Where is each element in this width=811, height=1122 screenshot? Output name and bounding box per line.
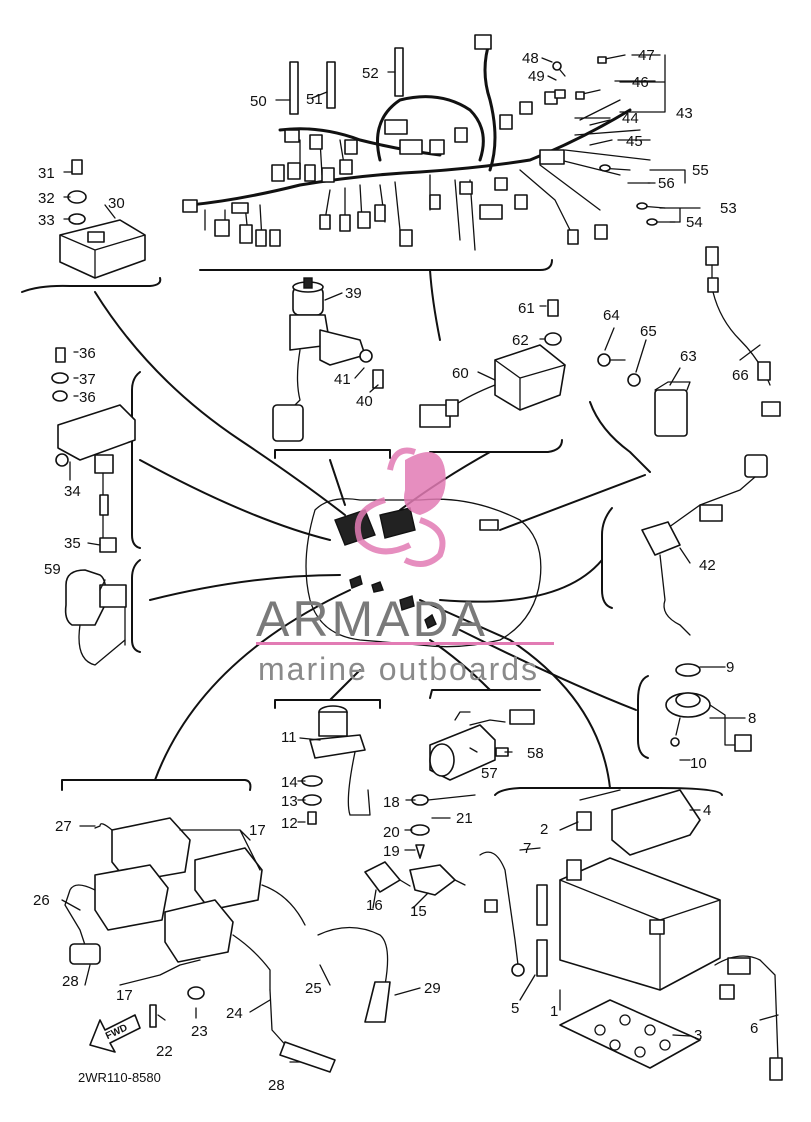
watermark-title: ARMADA bbox=[256, 591, 488, 647]
callout-43: 43 bbox=[676, 105, 693, 122]
callout-leaders bbox=[61, 54, 779, 1063]
callout-64: 64 bbox=[603, 307, 620, 324]
signal-module bbox=[419, 299, 566, 428]
callout-31: 31 bbox=[38, 165, 55, 182]
callout-10: 10 bbox=[690, 755, 707, 772]
callout-4: 4 bbox=[703, 802, 711, 819]
callout-63: 63 bbox=[680, 348, 697, 365]
callout-44: 44 bbox=[622, 110, 639, 127]
callout-65: 65 bbox=[640, 323, 657, 340]
callout-42: 42 bbox=[699, 557, 716, 574]
callout-58: 58 bbox=[527, 745, 544, 762]
callout-11: 11 bbox=[281, 729, 297, 746]
callout-55: 55 bbox=[692, 162, 709, 179]
callout-57: 57 bbox=[481, 765, 498, 782]
battery bbox=[479, 789, 783, 1081]
callout-28-bottom: 28 bbox=[268, 1077, 285, 1094]
callout-13: 13 bbox=[281, 793, 298, 810]
callout-37: 37 bbox=[79, 371, 96, 388]
callout-numbers: 1 2 3 4 5 6 7 8 9 10 11 12 13 14 15 16 1… bbox=[33, 47, 758, 1094]
relay-assembly bbox=[51, 347, 136, 553]
callout-48: 48 bbox=[522, 50, 539, 67]
callout-59: 59 bbox=[44, 561, 61, 578]
forward-direction-badge: FWD bbox=[89, 1014, 141, 1053]
callout-66: 66 bbox=[732, 367, 749, 384]
callout-56: 56 bbox=[658, 175, 675, 192]
callout-60: 60 bbox=[452, 365, 469, 382]
callout-49: 49 bbox=[528, 68, 545, 85]
callout-25: 25 bbox=[305, 980, 322, 997]
callout-17-upper: 17 bbox=[249, 822, 266, 839]
callout-2: 2 bbox=[540, 821, 548, 838]
lead-wire bbox=[705, 246, 781, 417]
callout-34: 34 bbox=[64, 483, 81, 500]
callout-54: 54 bbox=[686, 214, 703, 231]
watermark-subtitle: marine outboards bbox=[258, 651, 539, 687]
main-switch bbox=[272, 277, 384, 442]
callout-32: 32 bbox=[38, 190, 55, 207]
callout-12: 12 bbox=[281, 815, 298, 832]
callout-27: 27 bbox=[55, 818, 72, 835]
callout-29: 29 bbox=[424, 980, 441, 997]
callout-17-lower: 17 bbox=[116, 987, 133, 1004]
ignition-coils bbox=[64, 817, 391, 1073]
callout-19: 19 bbox=[383, 843, 400, 860]
callout-33: 33 bbox=[38, 212, 55, 229]
callout-45: 45 bbox=[626, 133, 643, 150]
callout-20: 20 bbox=[383, 824, 400, 841]
callout-51: 51 bbox=[306, 91, 323, 108]
harness-connectors bbox=[182, 34, 608, 247]
pickup-sensor bbox=[301, 705, 371, 825]
callout-21: 21 bbox=[456, 810, 473, 827]
horn bbox=[665, 663, 752, 752]
armada-logo-icon bbox=[354, 447, 446, 567]
callout-22: 22 bbox=[156, 1043, 173, 1060]
armada-watermark: ARMADA marine outboards bbox=[256, 447, 554, 687]
wiring-harness bbox=[182, 34, 676, 251]
callout-23: 23 bbox=[191, 1023, 208, 1040]
cdi-unit bbox=[59, 159, 146, 279]
callout-9: 9 bbox=[726, 659, 734, 676]
callout-30: 30 bbox=[108, 195, 125, 212]
group-brackets bbox=[21, 259, 723, 796]
callout-16: 16 bbox=[366, 897, 383, 914]
callout-3: 3 bbox=[694, 1027, 702, 1044]
callout-46: 46 bbox=[632, 74, 649, 91]
callout-1: 1 bbox=[550, 1003, 558, 1020]
callout-40: 40 bbox=[356, 393, 373, 410]
harness-terminals bbox=[552, 54, 676, 226]
callout-5: 5 bbox=[511, 1000, 519, 1017]
neutral-switch bbox=[641, 454, 768, 636]
callout-6: 6 bbox=[750, 1020, 758, 1037]
callout-61: 61 bbox=[518, 300, 535, 317]
callout-62: 62 bbox=[512, 332, 529, 349]
callout-39: 39 bbox=[345, 285, 362, 302]
starter-relay bbox=[64, 569, 127, 666]
callout-35: 35 bbox=[64, 535, 81, 552]
callout-18: 18 bbox=[383, 794, 400, 811]
callout-50: 50 bbox=[250, 93, 267, 110]
callout-8: 8 bbox=[748, 710, 756, 727]
callout-36-lower: 36 bbox=[79, 389, 96, 406]
starter-solenoid bbox=[429, 709, 535, 781]
callout-24: 24 bbox=[226, 1005, 243, 1022]
callout-47: 47 bbox=[638, 47, 655, 64]
pressure-switches bbox=[364, 794, 476, 896]
callout-36-upper: 36 bbox=[79, 345, 96, 362]
callout-7: 7 bbox=[523, 840, 531, 857]
callout-26: 26 bbox=[33, 892, 50, 909]
callout-15: 15 bbox=[410, 903, 427, 920]
flasher-relay bbox=[597, 353, 691, 437]
diagram-code: 2WR110-8580 bbox=[78, 1070, 161, 1085]
callout-53: 53 bbox=[720, 200, 737, 217]
callout-41: 41 bbox=[334, 371, 351, 388]
callout-52: 52 bbox=[362, 65, 379, 82]
harness-bands bbox=[289, 47, 404, 115]
callout-28-left: 28 bbox=[62, 973, 79, 990]
callout-14: 14 bbox=[281, 774, 298, 791]
